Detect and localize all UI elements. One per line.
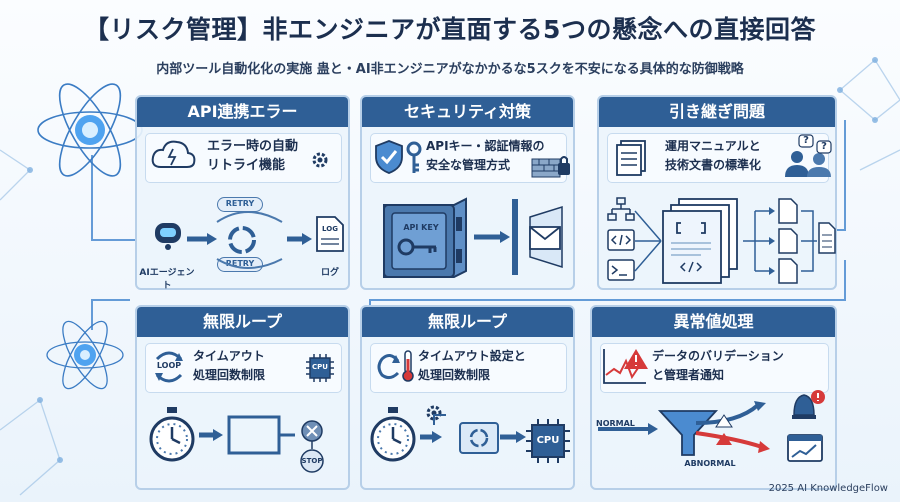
gear-icon [312,152,328,168]
lock-wall-icon [531,156,570,178]
code-icon [607,229,635,251]
stop-label: STOP [301,457,323,465]
panel-api-error: API連携エラー エラー時の自動 リトライ機能 RETRY RETRY [135,95,350,291]
footer-credit: 2025 AI KnowledgeFlow [768,483,888,494]
refresh-icon [377,354,400,380]
cpu-icon [526,419,570,463]
flow-arrows [187,211,312,269]
panel-text: 運用マニュアルと 技術文書の標準化 [665,139,762,172]
agent-label: AIエージェント [139,268,195,291]
cpu-label: CPU [312,363,328,371]
robot-icon [155,223,181,250]
panel-handover: 引き継ぎ問題 運用マニュアルと 技術文書の標準化 ? ? [597,95,837,290]
document-stack-icon [616,140,646,176]
cpu-icon [306,354,334,382]
key-icon [406,141,422,173]
normal-label: NORMAL [596,419,635,428]
envelope-icon [474,199,563,275]
panel-heading: セキュリティ対策 [362,97,573,127]
question-bubble: ? [803,135,809,146]
funnel-icon [598,401,770,456]
hierarchy-icon [607,197,635,221]
panel-heading: 無限ループ [362,307,573,337]
panel-infinite-loop-2: 無限ループ タイムアウト設定と 処理回数制限 [360,305,575,490]
monitor-chart-icon [787,434,823,462]
panel-heading: 無限ループ [137,307,348,337]
panel-text-box [370,343,567,393]
bell-alert-icon [792,390,825,419]
retry-label-top: RETRY [217,197,263,212]
chart-warning-icon [603,349,648,384]
loop-label: LOOP [156,361,182,370]
log-label: ログ [320,268,339,278]
flow-process [420,414,526,454]
panel-heading: 異常値処理 [592,307,835,337]
people-question-icon [785,134,832,177]
document-stack-icon [662,198,738,284]
shield-icon [375,140,403,174]
flow-loop [199,415,295,455]
panel-infinite-loop-1: 無限ループ タイムアウト 処理回数制限 LOOP CPU [135,305,350,490]
question-bubble: ? [821,141,827,152]
panel-heading: API連携エラー [137,97,348,127]
atom-icon [37,83,143,177]
flow-lines [634,210,662,272]
cpu-label: CPU [536,435,560,446]
panel-text: データのバリデーション と管理者通知 [652,349,784,382]
page-title: 【リスク管理】非エンジニアが直面する5つの懸念への直接回答 [84,15,816,44]
loop-icon [155,351,183,383]
page-subtitle: 内部ツール自動化化の実施 蛊と・AI非エンジニアがなかかるな5スクを不安になる具… [156,62,744,77]
terminal-icon [607,259,635,281]
document-icon [778,198,836,284]
refresh-icon [228,226,256,254]
flow-lines [743,207,775,275]
panel-heading: 引き継ぎ問題 [599,97,835,127]
stopwatch-icon [149,407,195,462]
thermometer-icon [402,350,414,382]
panel-text: APIキー・認証情報の 安全な管理方式 [426,139,545,172]
safe-icon [383,197,467,278]
panel-text: エラー時の自動 リトライ機能 [207,139,299,173]
stopwatch-icon [370,407,416,462]
cloud-sync-icon [151,140,196,168]
safe-label: API KEY [403,223,439,232]
panel-security: セキュリティ対策 APIキー・認証情報の 安全な管理方式 API KEY [360,95,575,290]
panel-text: タイムアウト設定と 処理回数制限 [418,349,526,382]
abnormal-label: ABNORMAL [684,459,736,468]
panel-anomaly: 異常値処理 データのバリデーション と管理者通知 NORMAL ABNORMAL [590,305,837,490]
stop-icon [300,420,324,473]
panel-text: タイムアウト 処理回数制限 [193,349,266,382]
log-doc-label: LOG [322,225,338,233]
log-document-icon [316,216,344,252]
atom-icon [46,320,124,390]
